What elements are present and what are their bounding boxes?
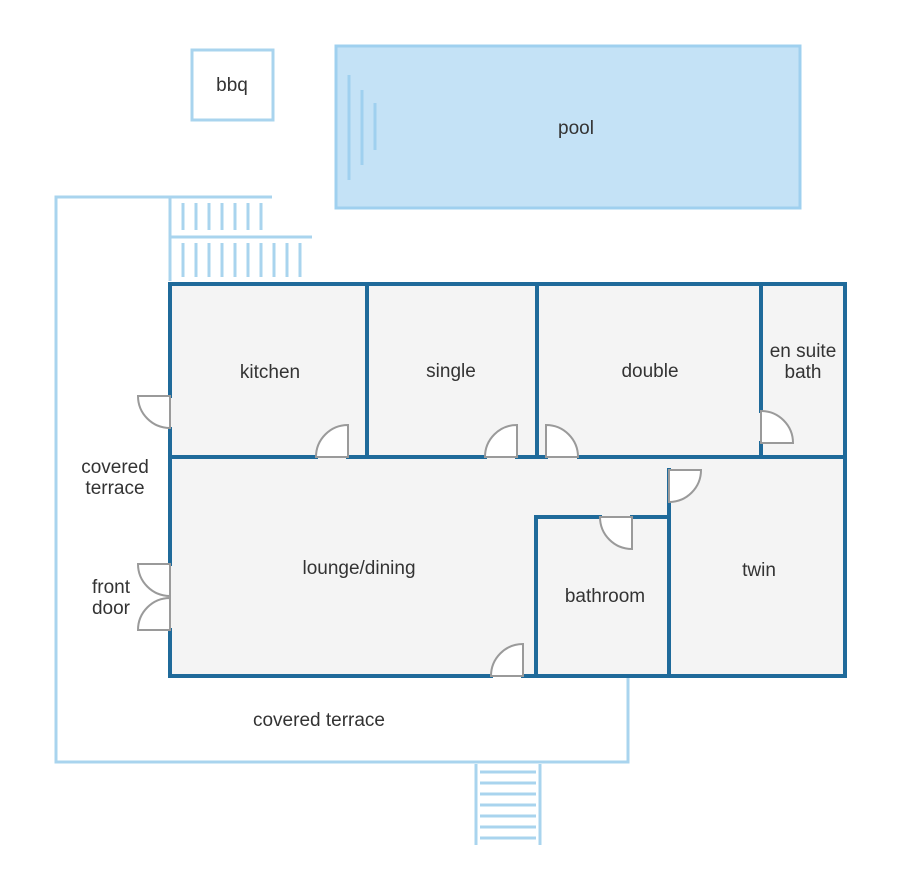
lower-steps: [474, 764, 542, 845]
covered-terrace-outline: [54, 195, 630, 764]
bathroom-door: [598, 516, 633, 551]
en-suite-label-line1: en suite: [770, 341, 837, 362]
covered-terrace-bottom-label: covered terrace: [253, 710, 385, 731]
double-door: [545, 423, 580, 458]
en-suite-label-line2: bath: [785, 362, 822, 383]
twin-door: [668, 469, 703, 504]
pool: [334, 44, 802, 210]
twin-label: twin: [742, 560, 776, 581]
front-door-lower: [136, 596, 171, 631]
kitchen-label: kitchen: [240, 362, 300, 383]
terrace-door: [489, 642, 524, 677]
en-suite-door: [760, 409, 795, 444]
kitchen-door: [314, 423, 349, 458]
bbq-label: bbq: [216, 75, 248, 96]
pool-ladder-lines: [347, 75, 377, 180]
covered-terrace-side-label-line2: terrace: [85, 478, 144, 499]
doors: [136, 395, 795, 677]
single-door: [483, 423, 518, 458]
bbq-box: [190, 48, 275, 122]
front-door-label-line1: front: [92, 577, 131, 598]
walls: [168, 282, 847, 678]
covered-terrace-side-label-line1: covered: [81, 457, 149, 478]
upper-steps: [168, 197, 312, 281]
house-floor: [170, 284, 845, 676]
pool-label: pool: [558, 118, 594, 139]
lounge-dining-label: lounge/dining: [302, 558, 415, 579]
kitchen-exterior-door: [136, 395, 171, 430]
front-door-upper: [136, 563, 171, 598]
front-door-label-line2: door: [92, 598, 131, 619]
single-label: single: [426, 361, 476, 382]
double-label: double: [621, 361, 678, 382]
bathroom-label: bathroom: [565, 586, 645, 607]
